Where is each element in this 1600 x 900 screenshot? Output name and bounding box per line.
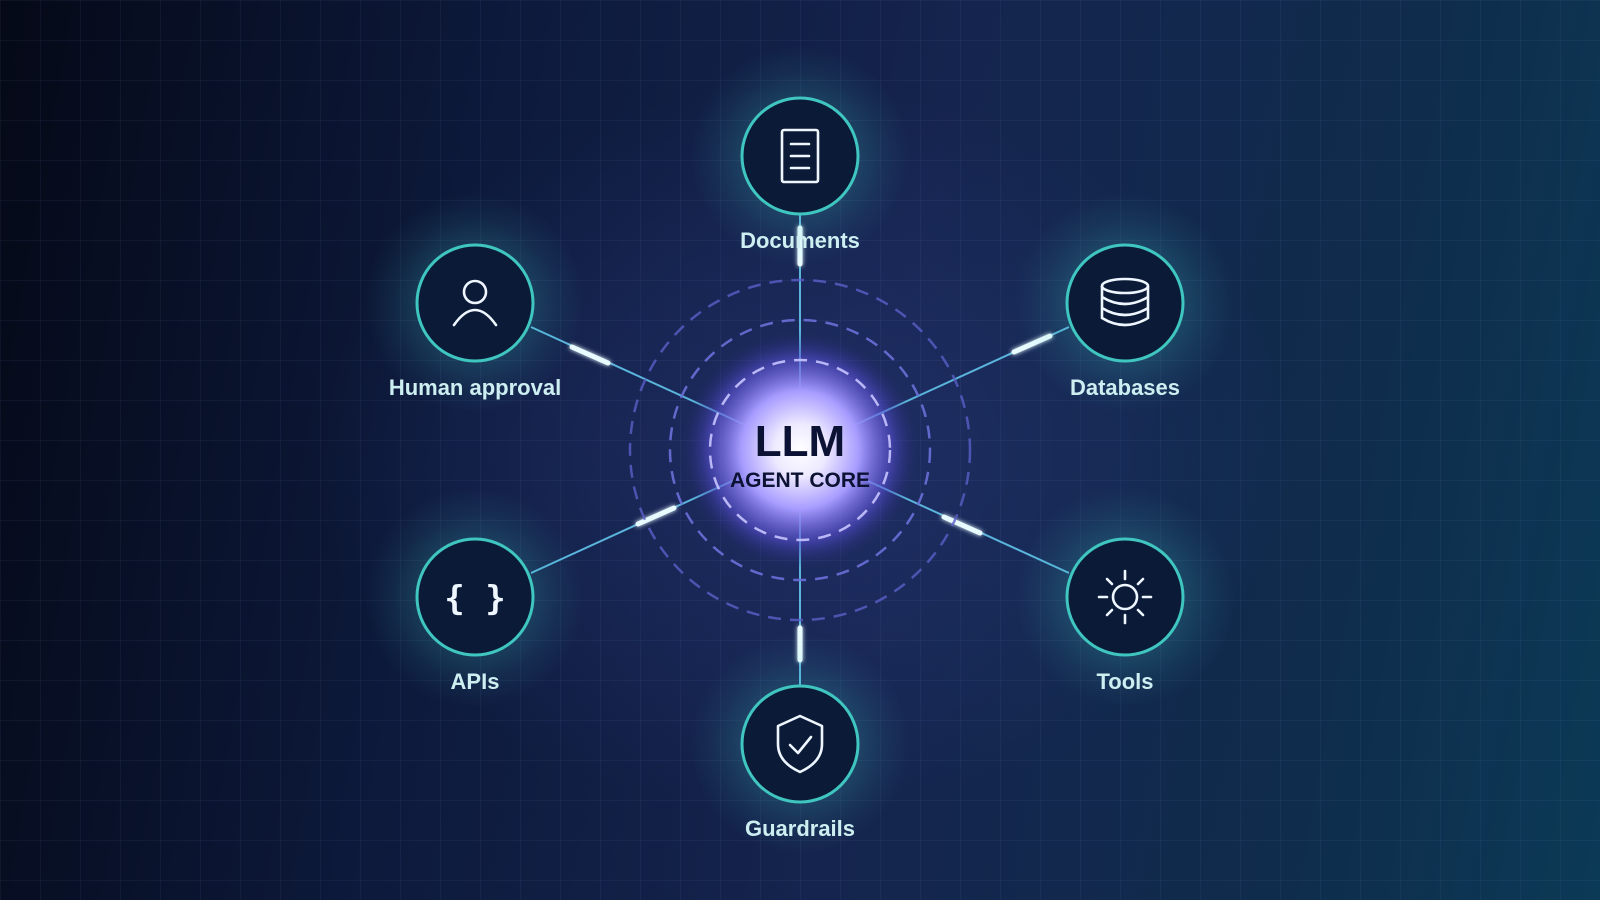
- core-ring-middle: [668, 318, 932, 582]
- shield-check-icon: [776, 714, 824, 774]
- node-label: Documents: [740, 228, 860, 253]
- node-circle: [740, 684, 860, 804]
- resource-nodes: Documents Human approval: [365, 46, 1235, 854]
- core-ring-outer: [628, 278, 972, 622]
- node-tools[interactable]: Tools: [1015, 487, 1235, 707]
- node-databases[interactable]: Databases: [1015, 193, 1235, 413]
- node-label: Databases: [1070, 375, 1180, 400]
- node-label: Tools: [1096, 669, 1153, 694]
- node-label: Human approval: [389, 375, 561, 400]
- pulse-tools: [941, 514, 983, 536]
- node-label: Guardrails: [745, 816, 855, 841]
- core-glow: [682, 332, 918, 568]
- node-human-approval[interactable]: Human approval: [365, 193, 585, 413]
- node-guardrails[interactable]: Guardrails: [690, 634, 910, 854]
- user-icon: [452, 279, 498, 327]
- node-apis[interactable]: { } APIs: [365, 487, 585, 707]
- node-circle: [1065, 537, 1185, 657]
- pulse-human-approval: [569, 344, 611, 366]
- gear-icon: [1097, 569, 1153, 625]
- llm-agent-core: LLM AGENT CORE: [628, 278, 972, 622]
- core-ring-inner: [708, 358, 892, 542]
- node-documents[interactable]: Documents: [690, 46, 910, 266]
- node-circle: [415, 537, 535, 657]
- braces-icon: { }: [444, 579, 505, 619]
- node-label: APIs: [451, 669, 500, 694]
- database-icon: [1100, 277, 1150, 327]
- core-title: LLM: [755, 417, 845, 466]
- document-icon: [780, 128, 820, 184]
- pulse-apis: [635, 505, 677, 527]
- core-subtitle: AGENT CORE: [730, 469, 870, 492]
